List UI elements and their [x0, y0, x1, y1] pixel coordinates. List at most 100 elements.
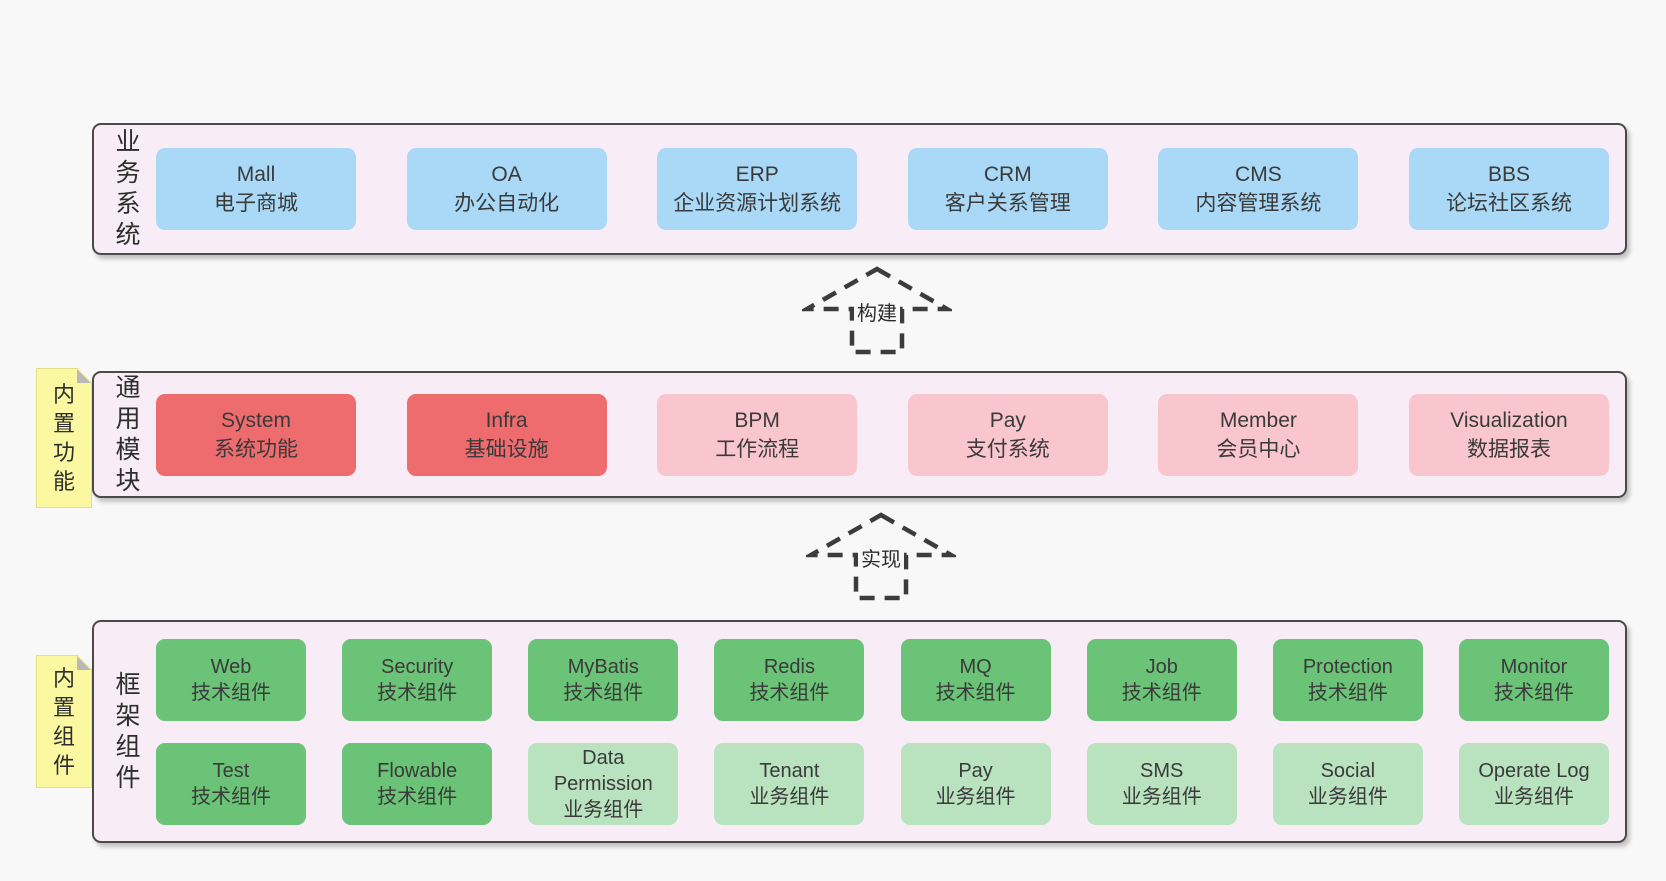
box-subtitle: 技术组件 — [191, 785, 271, 808]
arrow-implement-label: 实现 — [858, 543, 904, 572]
diagram-box-erp: ERP 企业资源计划系统 — [657, 148, 858, 230]
sticky-fold-icon — [77, 656, 91, 670]
box-subtitle: 技术组件 — [749, 681, 830, 704]
diagram-box-redis: Redis 技术组件 — [714, 638, 865, 721]
box-title: OA — [491, 163, 522, 186]
box-title: Test — [212, 759, 250, 782]
box-title: Monitor — [1500, 655, 1568, 678]
box-subtitle: 办公自动化 — [454, 192, 560, 215]
box-subtitle: 业务组件 — [749, 785, 830, 808]
box-subtitle: 技术组件 — [1493, 681, 1574, 704]
diagram-box-member: Member 会员中心 — [1158, 393, 1359, 476]
diagram-box-monitor: Monitor 技术组件 — [1458, 638, 1609, 721]
up-arrow-icon — [802, 266, 952, 355]
diagram-box-oa: OA 办公自动化 — [406, 148, 607, 230]
band-label-framework-components: 框架组件 — [115, 670, 141, 792]
box-subtitle: 内容管理系统 — [1195, 192, 1322, 215]
sticky-note-builtin-features: 内置功能 — [36, 368, 92, 508]
box-subtitle: 业务组件 — [563, 798, 644, 821]
box-subtitle: 业务组件 — [935, 785, 1016, 808]
box-title: Web — [210, 655, 252, 678]
diagram-box-pay: Pay 业务组件 — [900, 742, 1051, 825]
box-title: BBS — [1487, 163, 1530, 186]
box-title: Data Permission — [553, 746, 653, 795]
arrow-build: 构建 — [802, 263, 952, 357]
band-label-common-modules: 通用模块 — [115, 373, 141, 495]
box-title: Pay — [989, 408, 1026, 432]
diagram-box-social: Social 业务组件 — [1272, 742, 1423, 825]
diagram-box-mq: MQ 技术组件 — [900, 638, 1051, 721]
box-title: Social — [1320, 759, 1376, 782]
box-title: Member — [1219, 408, 1297, 432]
box-subtitle: 系统功能 — [214, 437, 298, 461]
box-title: Visualization — [1450, 408, 1568, 432]
sticky-builtin-components-label: 内置组件 — [52, 665, 75, 778]
box-subtitle: 电子商城 — [214, 192, 298, 215]
diagram-box-bbs: BBS 论坛社区系统 — [1408, 148, 1609, 230]
arrow-build-label: 构建 — [854, 297, 900, 326]
box-title: System — [220, 408, 291, 432]
diagram-box-flowable: Flowable 技术组件 — [342, 742, 493, 825]
box-subtitle: 技术组件 — [377, 681, 458, 704]
box-title: SMS — [1140, 759, 1184, 782]
box-subtitle: 工作流程 — [715, 437, 800, 461]
box-title: Protection — [1302, 655, 1393, 678]
business-systems-box-row: Mall 电子商城 OA 办公自动化 ERP 企业资源计划系统 CRM 客户关系管理 CMS 内容… — [148, 148, 1625, 230]
diagram-box-tenant: Tenant 业务组件 — [714, 742, 865, 825]
up-arrow-icon — [806, 512, 956, 601]
box-subtitle: 客户关系管理 — [944, 192, 1071, 215]
box-subtitle: 技术组件 — [935, 681, 1016, 704]
diagram-box-data-permission: Data Permission 业务组件 — [528, 742, 679, 825]
box-subtitle: 基础设施 — [464, 437, 549, 461]
box-subtitle: 业务组件 — [1307, 785, 1388, 808]
box-title: MQ — [959, 655, 992, 678]
box-title: Redis — [763, 655, 815, 678]
box-title: Flowable — [377, 759, 458, 782]
box-title: Job — [1145, 655, 1178, 678]
sticky-fold-icon — [77, 369, 91, 383]
band-business-systems: 业务系统 Mall 电子商城 OA 办公自动化 ERP 企业资源计划系统 CRM 客户关系管理… — [92, 123, 1627, 255]
box-title: Pay — [958, 759, 993, 782]
box-title: MyBatis — [567, 655, 639, 678]
box-subtitle: 企业资源计划系统 — [673, 192, 842, 215]
sticky-builtin-features-label: 内置功能 — [52, 382, 75, 494]
box-subtitle: 业务组件 — [1121, 785, 1202, 808]
box-title: CMS — [1235, 163, 1282, 186]
diagram-box-crm: CRM 客户关系管理 — [907, 148, 1108, 230]
box-subtitle: 技术组件 — [1121, 681, 1202, 704]
box-title: ERP — [735, 163, 779, 186]
box-subtitle: 支付系统 — [965, 437, 1050, 461]
diagram-box-mybatis: MyBatis 技术组件 — [528, 638, 679, 721]
box-subtitle: 数据报表 — [1466, 437, 1551, 461]
diagram-box-mall: Mall 电子商城 — [156, 148, 356, 230]
diagram-box-visualization: Visualization 数据报表 — [1408, 393, 1609, 476]
box-title: CRM — [983, 163, 1032, 186]
diagram-box-pay: Pay 支付系统 — [907, 393, 1108, 476]
arrow-implement: 实现 — [806, 509, 956, 603]
box-subtitle: 技术组件 — [377, 785, 458, 808]
box-subtitle: 会员中心 — [1216, 437, 1301, 461]
diagram-box-system: System 系统功能 — [156, 393, 356, 476]
box-subtitle: 技术组件 — [563, 681, 644, 704]
box-subtitle: 技术组件 — [1307, 681, 1388, 704]
box-title: Operate Log — [1478, 759, 1590, 782]
diagram-box-sms: SMS 业务组件 — [1086, 742, 1237, 825]
box-subtitle: 论坛社区系统 — [1445, 192, 1572, 215]
box-title: Mall — [236, 163, 276, 186]
box-title: Tenant — [759, 759, 820, 782]
diagram-box-test: Test 技术组件 — [156, 742, 306, 825]
diagram-box-protection: Protection 技术组件 — [1272, 638, 1423, 721]
band-label-business-systems: 业务系统 — [115, 128, 141, 249]
diagram-box-job: Job 技术组件 — [1086, 638, 1237, 721]
